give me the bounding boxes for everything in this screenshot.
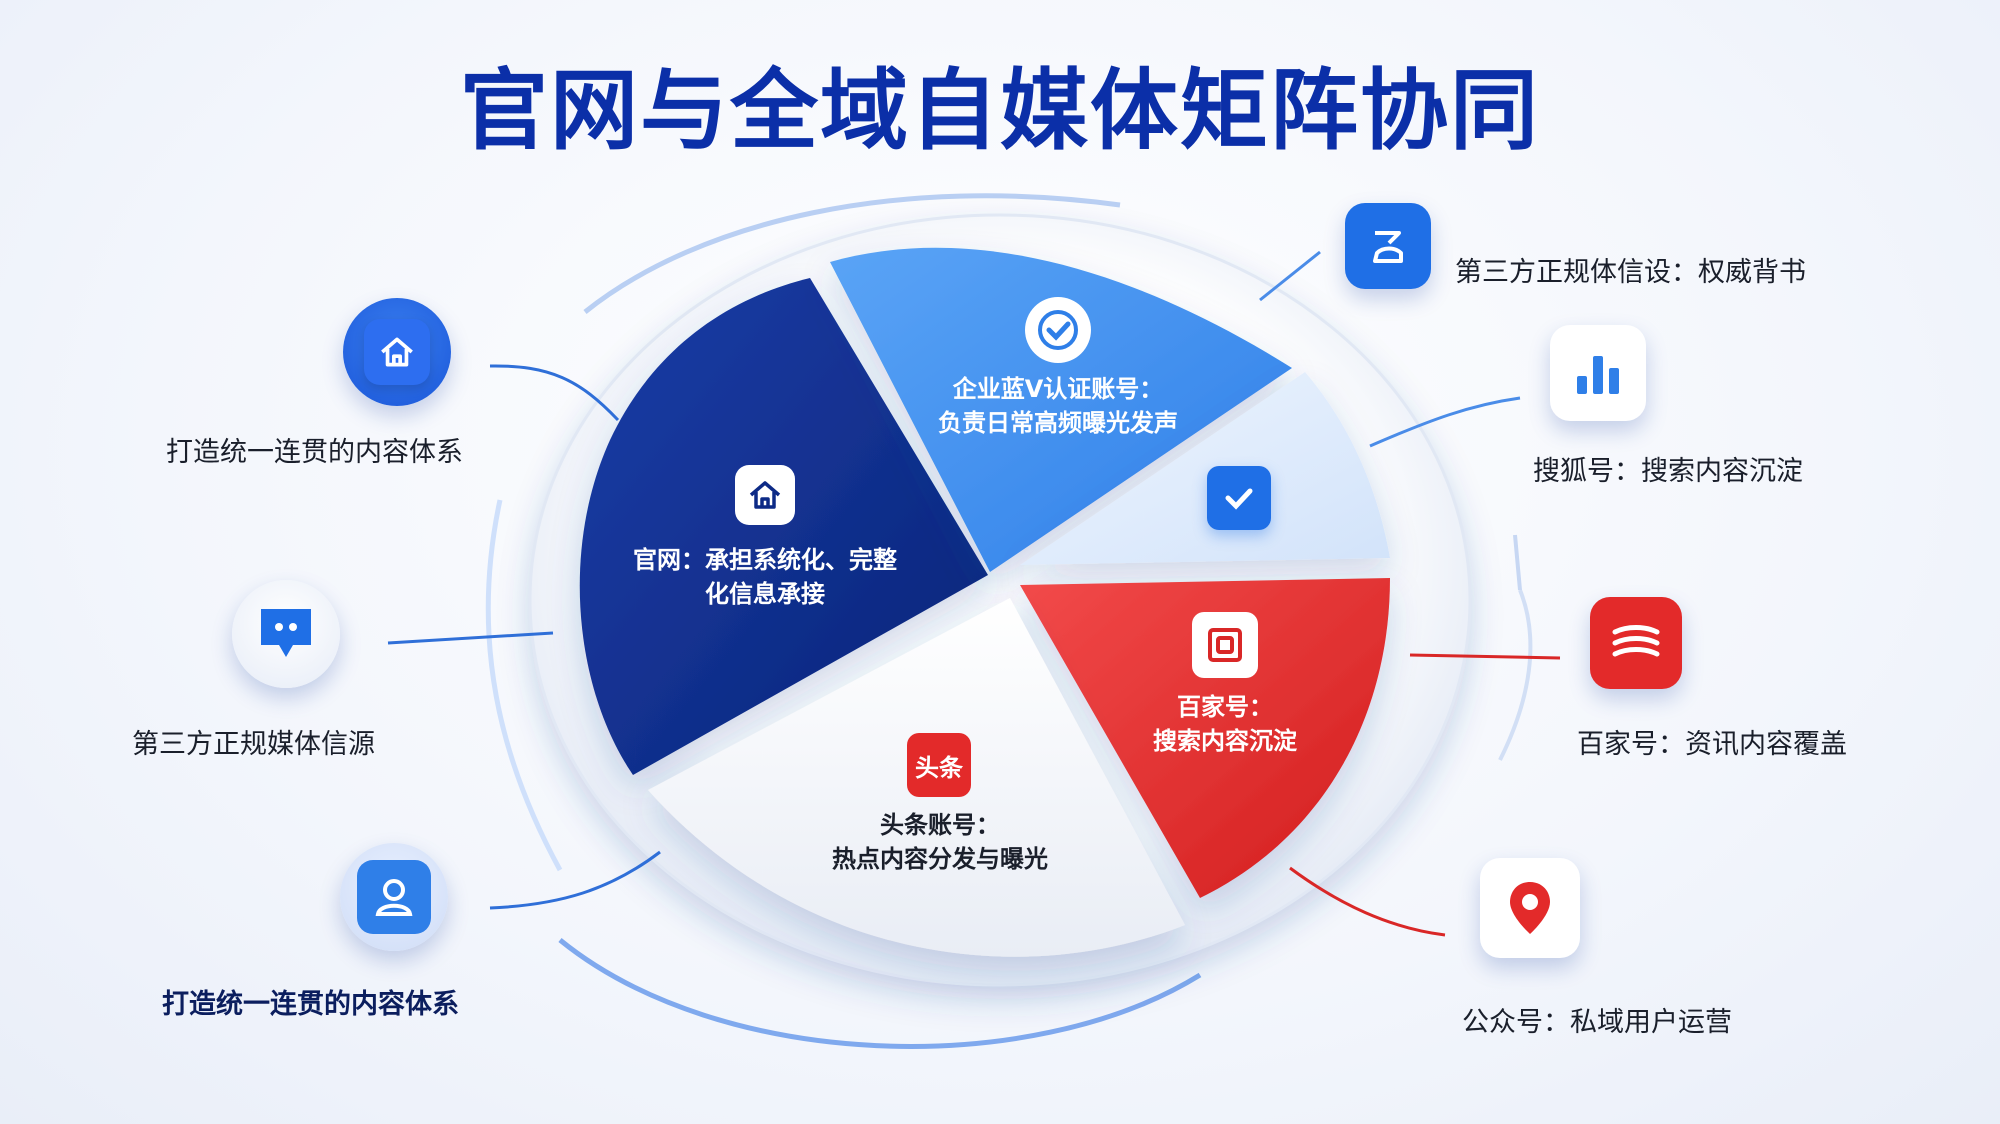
orbit-arc-left <box>485 499 563 872</box>
base-plate-rim <box>528 213 1472 987</box>
baijia-logo-icon <box>1590 597 1682 689</box>
segment-verified-account <box>830 247 1292 572</box>
arrow-right-2 <box>1369 396 1521 448</box>
baijia-frame-icon <box>1192 612 1258 678</box>
home-icon <box>343 298 451 406</box>
arrow-left-middle <box>387 631 554 645</box>
orbit-arc-bottom <box>558 938 1202 1049</box>
toutiao-logo-icon: 头条 <box>907 733 971 797</box>
arrow-left-bottom <box>489 850 661 910</box>
left-label-bottom: 打造统一连贯的内容体系 <box>162 989 459 1020</box>
arrow-right-3 <box>1409 653 1561 660</box>
home-icon <box>735 465 795 525</box>
segment-official-site <box>579 278 988 775</box>
media-badge-icon <box>1345 203 1431 289</box>
arrow-right-1 <box>1259 250 1321 302</box>
arrow-left-top <box>489 364 620 422</box>
page-title: 官网与全域自媒体矩阵协同 <box>459 59 1540 162</box>
user-avatar-icon <box>340 843 448 951</box>
right-label-2: 搜狐号：搜索内容沉淀 <box>1533 456 1803 487</box>
orbit-arc-right-up <box>1513 534 1522 591</box>
left-label-top: 打造统一连贯的内容体系 <box>166 437 463 468</box>
segment-verified-text: 企业蓝V认证账号：负责日常高频曝光发声 <box>938 375 1178 437</box>
bar-chart-icon <box>1550 325 1646 421</box>
right-label-1: 第三方正规体信设：权威背书 <box>1455 257 1806 288</box>
left-label-middle: 第三方正规媒体信源 <box>132 729 375 760</box>
segment-baijia-text: 百家号：搜索内容沉淀 <box>1153 693 1297 755</box>
segment-light-check <box>1020 372 1390 565</box>
orbit-arc-top <box>583 193 1121 314</box>
verified-check-icon <box>1025 297 1091 363</box>
location-pin-icon <box>1480 858 1580 958</box>
arrow-right-4 <box>1289 866 1446 937</box>
chat-bubble-icon <box>232 580 340 688</box>
segment-official-text: 官网：承担系统化、完整化信息承接 <box>633 546 897 608</box>
right-label-3: 百家号：资讯内容覆盖 <box>1577 729 1847 760</box>
checkbox-icon <box>1207 466 1271 530</box>
segment-baijia <box>1020 578 1390 898</box>
right-label-4: 公众号：私域用户运营 <box>1462 1007 1732 1038</box>
segment-toutiao-text: 头条账号：热点内容分发与曝光 <box>832 811 1048 873</box>
orbit-arc-right <box>1498 589 1533 761</box>
